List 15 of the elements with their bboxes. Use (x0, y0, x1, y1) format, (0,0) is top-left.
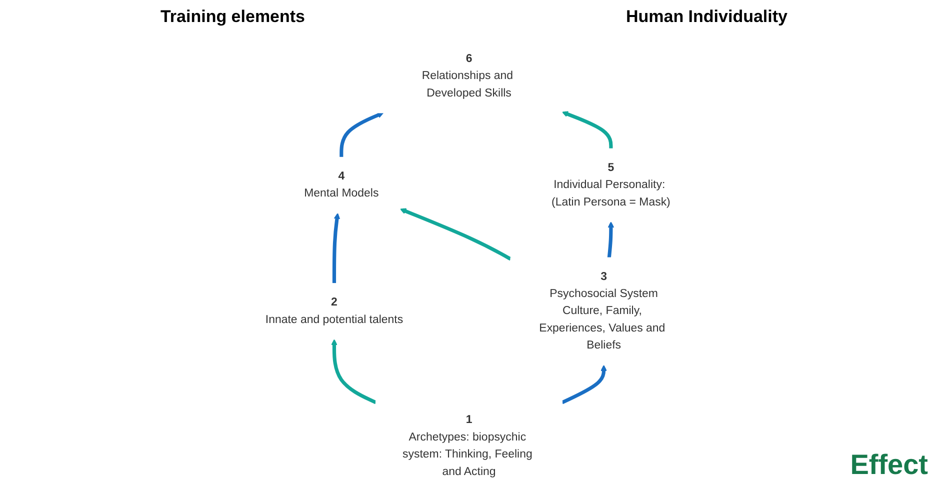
column-heading: Training elements (160, 7, 306, 27)
arrow (400, 208, 512, 261)
node-text: 4 Mental Models (304, 170, 379, 200)
effect-label: Effect (850, 449, 928, 481)
node-text: 1 Archetypes: biopsychic system: Thinking, Feeling and Acting (402, 414, 532, 478)
node-text: 3 Psychosocial System Culture, Family, Experiences, Values and Beliefs (539, 270, 666, 352)
node-text: 6 Relationships and Developed Skills (422, 52, 513, 100)
arrow (332, 212, 340, 284)
node-text: 5 Individual Personality: (Latin Persona = Mask) (552, 162, 670, 208)
arrow (331, 339, 377, 404)
arrow (561, 364, 607, 404)
node-text: 2 Innate and potential talents (265, 296, 404, 326)
arrow (607, 222, 614, 258)
column-heading: Human Individuality (626, 7, 788, 27)
arrow (340, 112, 384, 158)
